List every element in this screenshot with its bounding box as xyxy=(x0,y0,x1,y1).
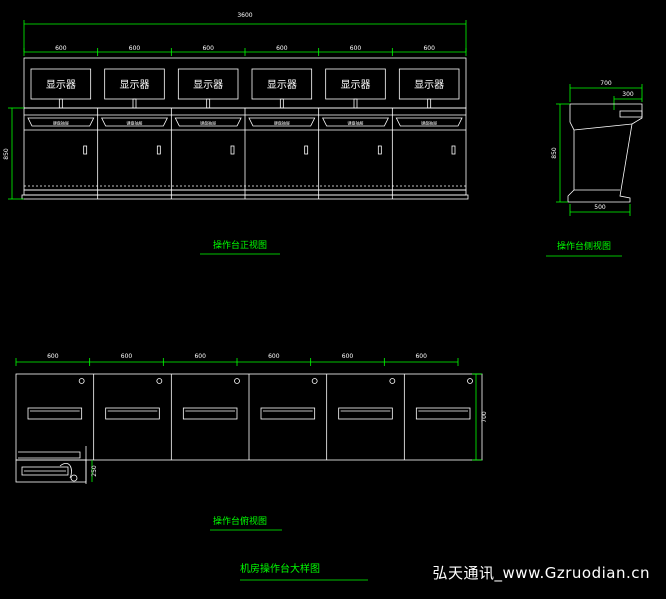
plan-grommet xyxy=(78,378,85,384)
door-handle xyxy=(156,145,161,155)
plan-depth-dim: 700 xyxy=(481,411,488,423)
keyboard-drawer-label: 键盘抽屉 xyxy=(274,120,290,126)
side-height-dim: 850 xyxy=(551,147,558,159)
monitor-label: 显示器 xyxy=(414,79,444,91)
front-module-width-dim: 600 xyxy=(350,45,362,52)
door-handle xyxy=(377,145,382,155)
front-module-width-dim: 600 xyxy=(423,45,435,52)
overall-width-dim: 3600 xyxy=(237,12,252,19)
front-view-title: 操作台正视图 xyxy=(213,239,267,251)
plan-grommet xyxy=(234,378,240,384)
side-top-inner-dim: 300 xyxy=(622,91,634,98)
monitor-stand xyxy=(427,98,432,109)
plan-keyboard-slot xyxy=(27,407,83,420)
keyboard-drawer xyxy=(395,117,463,127)
door-handle xyxy=(230,145,235,155)
keyboard-drawer xyxy=(248,117,316,127)
side-view-title: 操作台侧视图 xyxy=(557,240,611,252)
plan-module-width-dim: 600 xyxy=(268,353,280,360)
front-module-width-dim: 600 xyxy=(202,45,214,52)
plan-small-dim: 250 xyxy=(91,465,98,477)
keyboard-drawer xyxy=(174,117,242,127)
plan-modules xyxy=(27,374,473,460)
plan-view-title: 操作台俯视图 xyxy=(213,515,267,527)
watermark-text: 弘天通讯_www.Gzruodian.cn xyxy=(432,564,650,582)
plan-keyboard-slot xyxy=(182,407,238,420)
front-height-dim: 850 xyxy=(3,148,10,160)
side-keyboard-tray xyxy=(619,110,643,118)
monitor-label: 显示器 xyxy=(193,79,223,91)
cabinet-doors: 键盘抽屉 键盘抽屉 键盘抽屉 键盘抽屉 键盘抽屉 键盘抽屉 xyxy=(27,108,463,199)
monitor-row: 显示器 显示器 显示器 显示器 显示器 显示器 xyxy=(30,68,460,109)
side-view xyxy=(546,84,643,257)
plan-grommet xyxy=(389,378,396,384)
monitor-label: 显示器 xyxy=(267,79,297,91)
plan-keyboard-slot xyxy=(260,407,316,420)
door-handle xyxy=(304,145,309,155)
plan-grommet xyxy=(467,378,473,384)
keyboard-drawer xyxy=(27,117,95,127)
plan-keyboard-slot xyxy=(415,407,471,420)
plan-keyboard-slot xyxy=(338,407,393,420)
keyboard-drawer-label: 键盘抽屉 xyxy=(127,120,143,126)
side-top-depth-dim: 700 xyxy=(600,80,612,87)
plan-module-width-dim: 600 xyxy=(415,353,427,360)
front-module-width-dim: 600 xyxy=(276,45,288,52)
door-handle xyxy=(451,145,456,155)
plan-module-width-dim: 600 xyxy=(47,353,59,360)
keyboard-drawer xyxy=(101,117,168,127)
keyboard-drawer-label: 键盘抽屉 xyxy=(53,120,69,126)
front-view: 600 600 600 600 600 600 显示器 显示器 显示器 显示器 显示器 显示器 键盘… xyxy=(8,20,469,255)
keyboard-drawer-label: 键盘抽屉 xyxy=(348,120,364,126)
monitor-stand xyxy=(353,98,358,109)
plan-chair-curve xyxy=(59,462,72,479)
module-dimension-ticks: 600 600 600 600 600 600 xyxy=(23,45,467,56)
plan-view: 600 600 600 600 600 600 xyxy=(15,353,483,581)
monitor-stand xyxy=(206,98,211,109)
monitor-stand xyxy=(132,98,137,109)
monitor-label: 显示器 xyxy=(46,79,76,91)
side-base-depth-dim: 500 xyxy=(594,204,606,211)
plan-module-width-dim: 600 xyxy=(121,353,133,360)
plan-grommet xyxy=(156,378,163,384)
monitor-stand xyxy=(58,98,63,109)
keyboard-drawer-label: 键盘抽屉 xyxy=(421,120,437,126)
plan-grommet xyxy=(311,378,318,384)
plan-keyboard-slot xyxy=(105,407,160,420)
plan-chair-base xyxy=(70,474,78,482)
monitor-label: 显示器 xyxy=(341,79,371,91)
side-profile xyxy=(567,103,643,203)
front-module-width-dim: 600 xyxy=(55,45,67,52)
plan-keyboard xyxy=(21,466,69,476)
monitor-label: 显示器 xyxy=(120,79,150,91)
monitor-stand xyxy=(279,98,284,109)
plan-module-width-dim: 600 xyxy=(342,353,354,360)
keyboard-drawer xyxy=(322,117,389,127)
door-handle xyxy=(83,145,88,155)
sheet-title: 机房操作台大样图 xyxy=(240,562,320,575)
keyboard-drawer-label: 键盘抽屉 xyxy=(200,120,216,126)
plan-dimension-ticks: 600 600 600 600 600 600 xyxy=(15,353,459,366)
front-module-width-dim: 600 xyxy=(129,45,141,52)
plan-module-width-dim: 600 xyxy=(194,353,206,360)
